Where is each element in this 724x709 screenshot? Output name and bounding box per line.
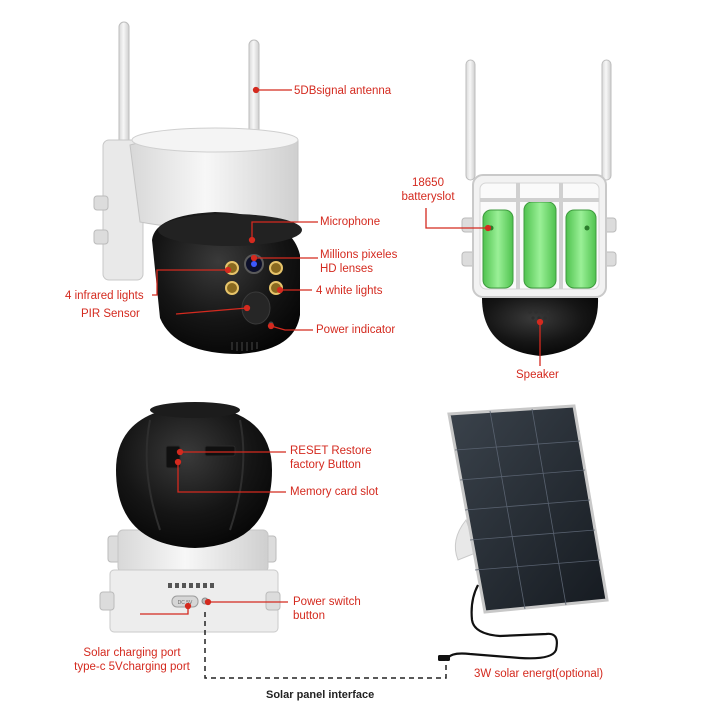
- label-microphone: Microphone: [320, 216, 381, 228]
- label-power-switch: Power switch button: [293, 595, 393, 623]
- leader-lines-rear: [425, 208, 544, 366]
- solar-cable: [447, 584, 558, 660]
- reset-button: [204, 445, 236, 457]
- label-battery-line1: 18650: [412, 177, 444, 189]
- solar-panel: [438, 404, 609, 661]
- camera-black-sphere: [116, 405, 272, 548]
- label-reset: RESET Restore factory Button: [290, 444, 400, 472]
- label-charging-line1: Solar charging port: [83, 647, 181, 659]
- white-light: [269, 261, 283, 275]
- rear-camera: [461, 59, 617, 356]
- solar-panel-icon: [447, 404, 609, 614]
- label-hd-lenses: Millions pixeles HD lenses: [320, 248, 430, 276]
- label-infrared: 4 infrared lights: [65, 290, 144, 302]
- label-battery-line2: batteryslot: [401, 191, 455, 203]
- label-pir: PIR Sensor: [81, 308, 140, 320]
- label-memory-card: Memory card slot: [290, 486, 379, 498]
- infrared-light: [225, 281, 239, 295]
- label-hd-lenses-line2: HD lenses: [320, 263, 374, 275]
- label-charging-port: Solar charging port type-c 5Vcharging po…: [62, 646, 202, 674]
- leader-lines-front: [152, 86, 318, 331]
- port-marking: DC 5V: [178, 600, 193, 606]
- antenna-icon: [465, 59, 476, 181]
- label-white-lights: 4 white lights: [316, 285, 383, 297]
- label-charging-line2: type-c 5Vcharging port: [74, 661, 190, 673]
- battery-icon: [565, 209, 597, 289]
- label-power-switch-line2: button: [293, 610, 325, 622]
- leader-lines-side: [140, 448, 288, 615]
- side-camera: DC 5V: [99, 402, 281, 633]
- label-power-indicator: Power indicator: [316, 324, 396, 336]
- label-speaker: Speaker: [516, 369, 559, 381]
- battery-icon: [482, 209, 514, 289]
- antenna-icon: [601, 59, 612, 181]
- label-reset-line1: RESET Restore: [290, 445, 372, 457]
- solar-interface-line: [204, 612, 447, 679]
- label-solar-interface: Solar panel interface: [266, 689, 375, 701]
- type-c-port: [171, 595, 199, 608]
- label-antenna: 5DBsignal antenna: [294, 85, 392, 97]
- label-hd-lenses-line1: Millions pixeles: [320, 249, 398, 261]
- battery-icon: [523, 201, 557, 289]
- front-camera: [93, 21, 302, 354]
- label-solar-optional: 3W solar energt(optional): [474, 668, 604, 680]
- label-reset-line2: factory Button: [290, 459, 361, 471]
- label-battery: 18650 batteryslot: [396, 176, 460, 204]
- label-power-switch-line1: Power switch: [293, 596, 361, 608]
